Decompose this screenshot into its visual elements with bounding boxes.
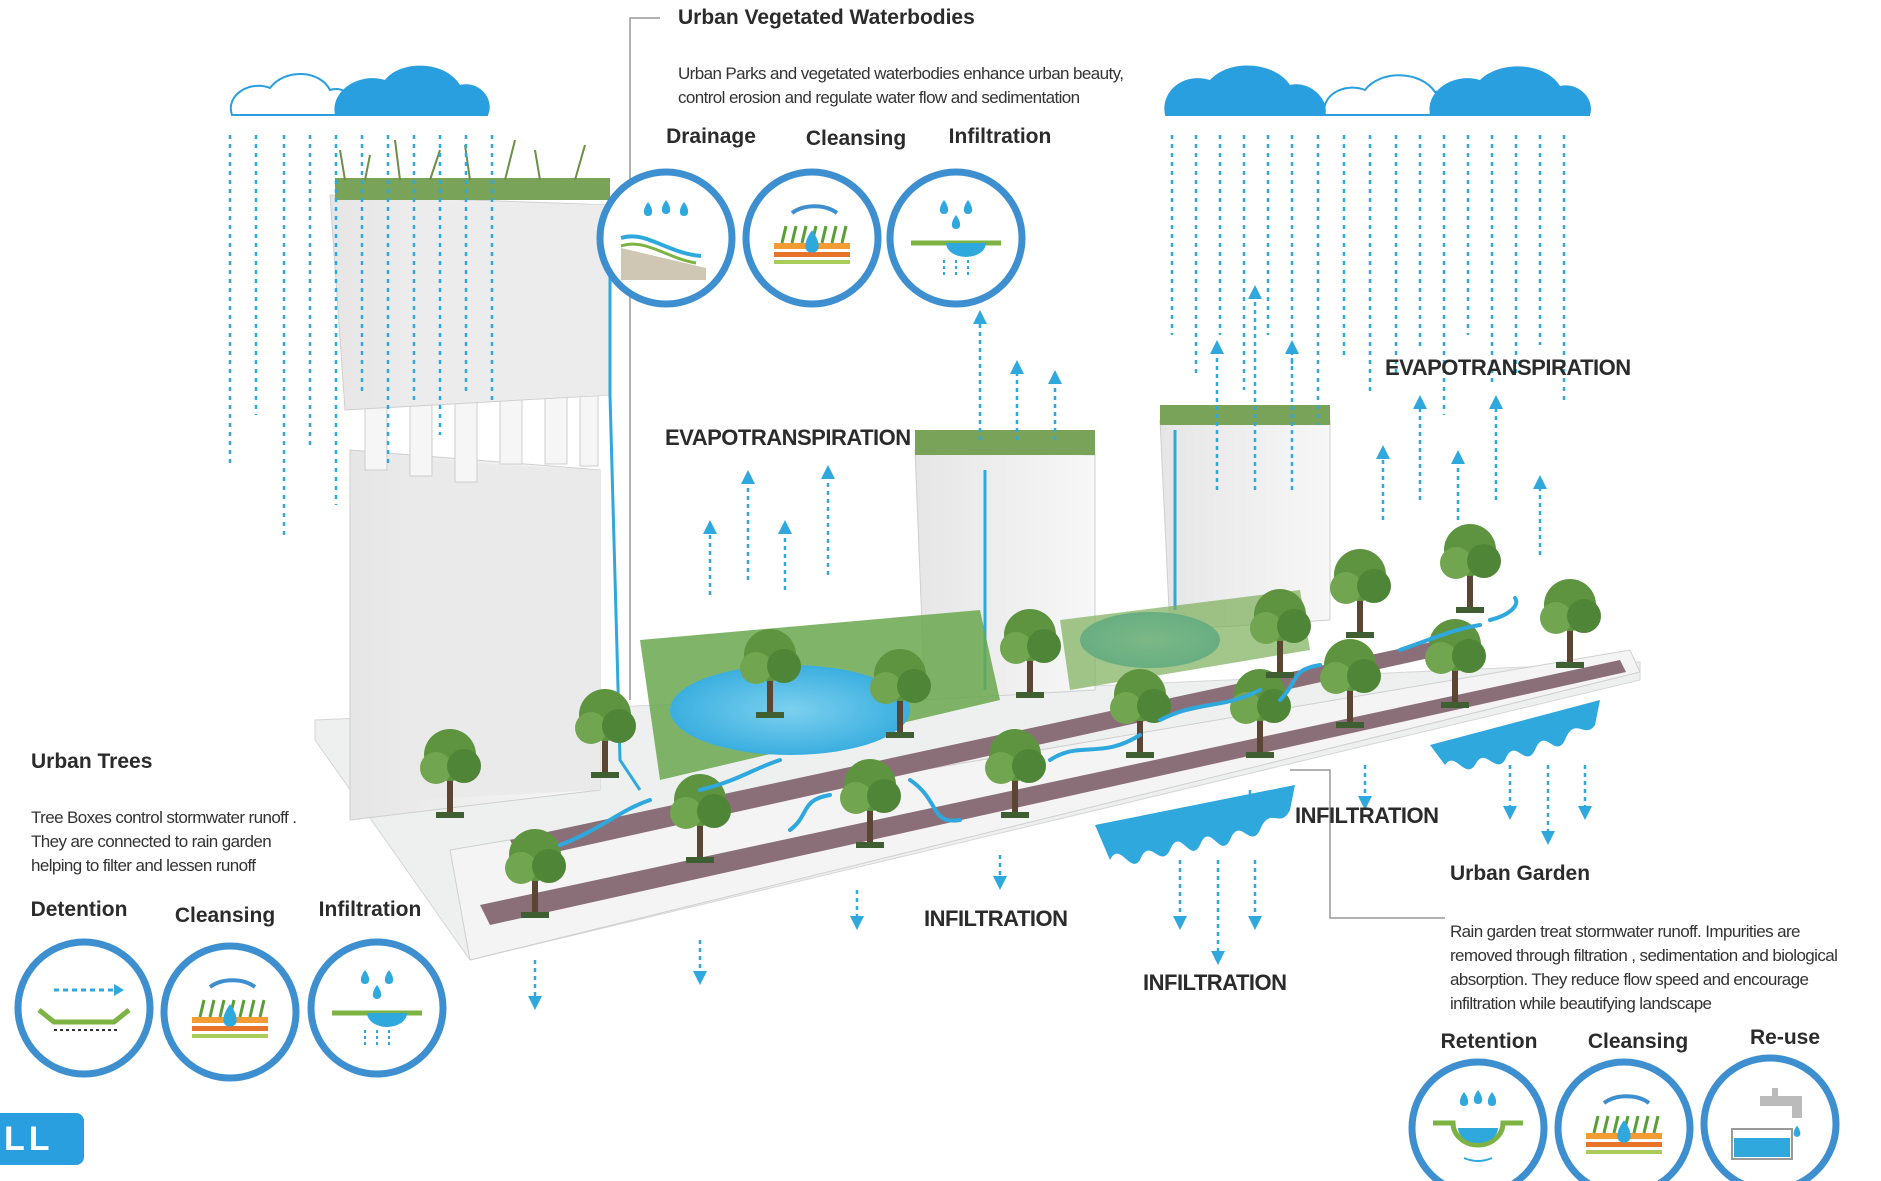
evaporation-arrow bbox=[1285, 340, 1299, 490]
waterbodies-heading: Urban Vegetated Waterbodies bbox=[678, 6, 975, 29]
tree bbox=[1540, 579, 1601, 668]
garden-heading: Urban Garden bbox=[1450, 862, 1591, 885]
tree bbox=[840, 759, 901, 848]
evaporation-arrow bbox=[703, 520, 717, 595]
detention-icon bbox=[14, 938, 154, 1078]
infiltration-icon bbox=[307, 938, 447, 1078]
trees-desc-line-2: They are connected to rain garden bbox=[31, 832, 272, 851]
tree bbox=[1440, 524, 1501, 613]
evaporation-arrow bbox=[1048, 370, 1062, 440]
rain-garden-infiltration bbox=[1095, 700, 1600, 864]
garden-icon-label-1: Retention bbox=[1440, 1030, 1538, 1053]
tree bbox=[575, 689, 636, 778]
infiltration-arrow bbox=[1578, 765, 1592, 820]
evapotranspiration-arrows bbox=[703, 285, 1547, 595]
reuse-tap-icon bbox=[1700, 1054, 1840, 1181]
infiltration-arrow bbox=[850, 890, 864, 930]
evaporation-arrow bbox=[1451, 450, 1465, 520]
trees-desc-line-1: Tree Boxes control stormwater runoff . bbox=[31, 808, 297, 827]
infiltration-arrow bbox=[528, 960, 542, 1010]
evaporation-arrow bbox=[821, 465, 835, 575]
tree bbox=[505, 829, 566, 918]
infiltration-arrow bbox=[693, 940, 707, 985]
infiltration-label-bottom: INFILTRATION bbox=[1143, 970, 1287, 995]
cleansing-icon bbox=[742, 168, 882, 308]
company-logo: LL bbox=[0, 1113, 84, 1165]
building-right bbox=[1159, 405, 1331, 631]
waterbodies-icon-label-1: Drainage bbox=[666, 125, 756, 148]
evaporation-arrow bbox=[973, 310, 987, 440]
garden-desc-line-4: infiltration while beautifying landscape bbox=[1450, 994, 1712, 1013]
callout-lines bbox=[629, 17, 1445, 919]
trees-icon-label-1: Detention bbox=[30, 898, 128, 921]
infiltration-arrow bbox=[993, 855, 1007, 890]
waterbodies-icon-label-2: Cleansing bbox=[805, 127, 907, 150]
drainage-icon bbox=[596, 168, 736, 308]
evaporation-arrow bbox=[1248, 285, 1262, 490]
pond bbox=[670, 665, 910, 755]
tree bbox=[1330, 549, 1391, 638]
cloud-left bbox=[229, 65, 490, 116]
evaporation-arrow bbox=[1489, 395, 1503, 500]
tower-building-left bbox=[329, 139, 642, 821]
infiltration-arrow bbox=[1503, 765, 1517, 820]
evaporation-arrow bbox=[1413, 395, 1427, 500]
tree bbox=[670, 774, 731, 863]
garden-desc-line-2: removed through filtration , sedimentati… bbox=[1450, 946, 1838, 965]
cloud-right bbox=[1164, 65, 1591, 116]
cleansing-icon bbox=[1554, 1058, 1694, 1181]
stormwater-flow bbox=[558, 596, 1519, 847]
waterbodies-icon-label-3: Infiltration bbox=[948, 125, 1052, 148]
garden-icon-label-2: Cleansing bbox=[1587, 1030, 1689, 1053]
evaporation-arrow bbox=[1376, 445, 1390, 520]
infiltration-icon bbox=[886, 168, 1026, 308]
infiltration-arrows bbox=[528, 765, 1592, 1010]
tree bbox=[985, 729, 1046, 818]
tree bbox=[870, 649, 931, 738]
tree bbox=[1425, 619, 1486, 708]
infiltration-arrow bbox=[1243, 790, 1257, 820]
street-platform bbox=[314, 638, 1641, 961]
waterbodies-desc-line-2: control erosion and regulate water flow … bbox=[678, 88, 1080, 107]
garden-desc-line-3: absorption. They reduce flow speed and e… bbox=[1450, 970, 1809, 989]
trees-desc-line-3: helping to filter and lessen runoff bbox=[31, 856, 256, 875]
tree bbox=[740, 629, 801, 718]
retention-icon bbox=[1408, 1058, 1548, 1181]
infiltration-arrow bbox=[1358, 765, 1372, 810]
garden-desc-line-1: Rain garden treat stormwater runoff. Imp… bbox=[1450, 922, 1800, 941]
trees-heading: Urban Trees bbox=[31, 750, 153, 773]
infiltration-label-center: INFILTRATION bbox=[924, 906, 1068, 931]
evaporation-arrow bbox=[1010, 360, 1024, 440]
tree bbox=[1320, 639, 1381, 728]
waterbodies-desc-line-1: Urban Parks and vegetated waterbodies en… bbox=[678, 64, 1124, 83]
infiltration-arrow bbox=[1541, 765, 1555, 845]
infiltration-label-right: INFILTRATION bbox=[1295, 803, 1439, 828]
evapotranspiration-label-right: EVAPOTRANSPIRATION bbox=[1385, 355, 1631, 380]
tree bbox=[1000, 609, 1061, 698]
infiltration-arrow bbox=[1173, 860, 1187, 930]
evaporation-arrow bbox=[1210, 340, 1224, 490]
roof-grass-left bbox=[335, 139, 610, 200]
tree bbox=[420, 729, 481, 818]
evapotranspiration-label-center: EVAPOTRANSPIRATION bbox=[665, 425, 911, 450]
evaporation-arrow bbox=[741, 470, 755, 580]
evaporation-arrow bbox=[778, 520, 792, 590]
garden-icon-label-3: Re-use bbox=[1749, 1026, 1821, 1049]
infiltration-arrow bbox=[1211, 860, 1225, 965]
rain-lines bbox=[228, 135, 1566, 535]
bike-lane-back bbox=[510, 638, 1456, 860]
cleansing-icon bbox=[160, 942, 300, 1082]
trees-icon-label-3: Infiltration bbox=[318, 898, 422, 921]
evaporation-arrow bbox=[1533, 475, 1547, 555]
benefit-icons bbox=[14, 168, 1840, 1181]
infiltration-arrow bbox=[1248, 860, 1262, 930]
tree bbox=[1250, 589, 1311, 678]
trees-icon-label-2: Cleansing bbox=[174, 904, 276, 927]
